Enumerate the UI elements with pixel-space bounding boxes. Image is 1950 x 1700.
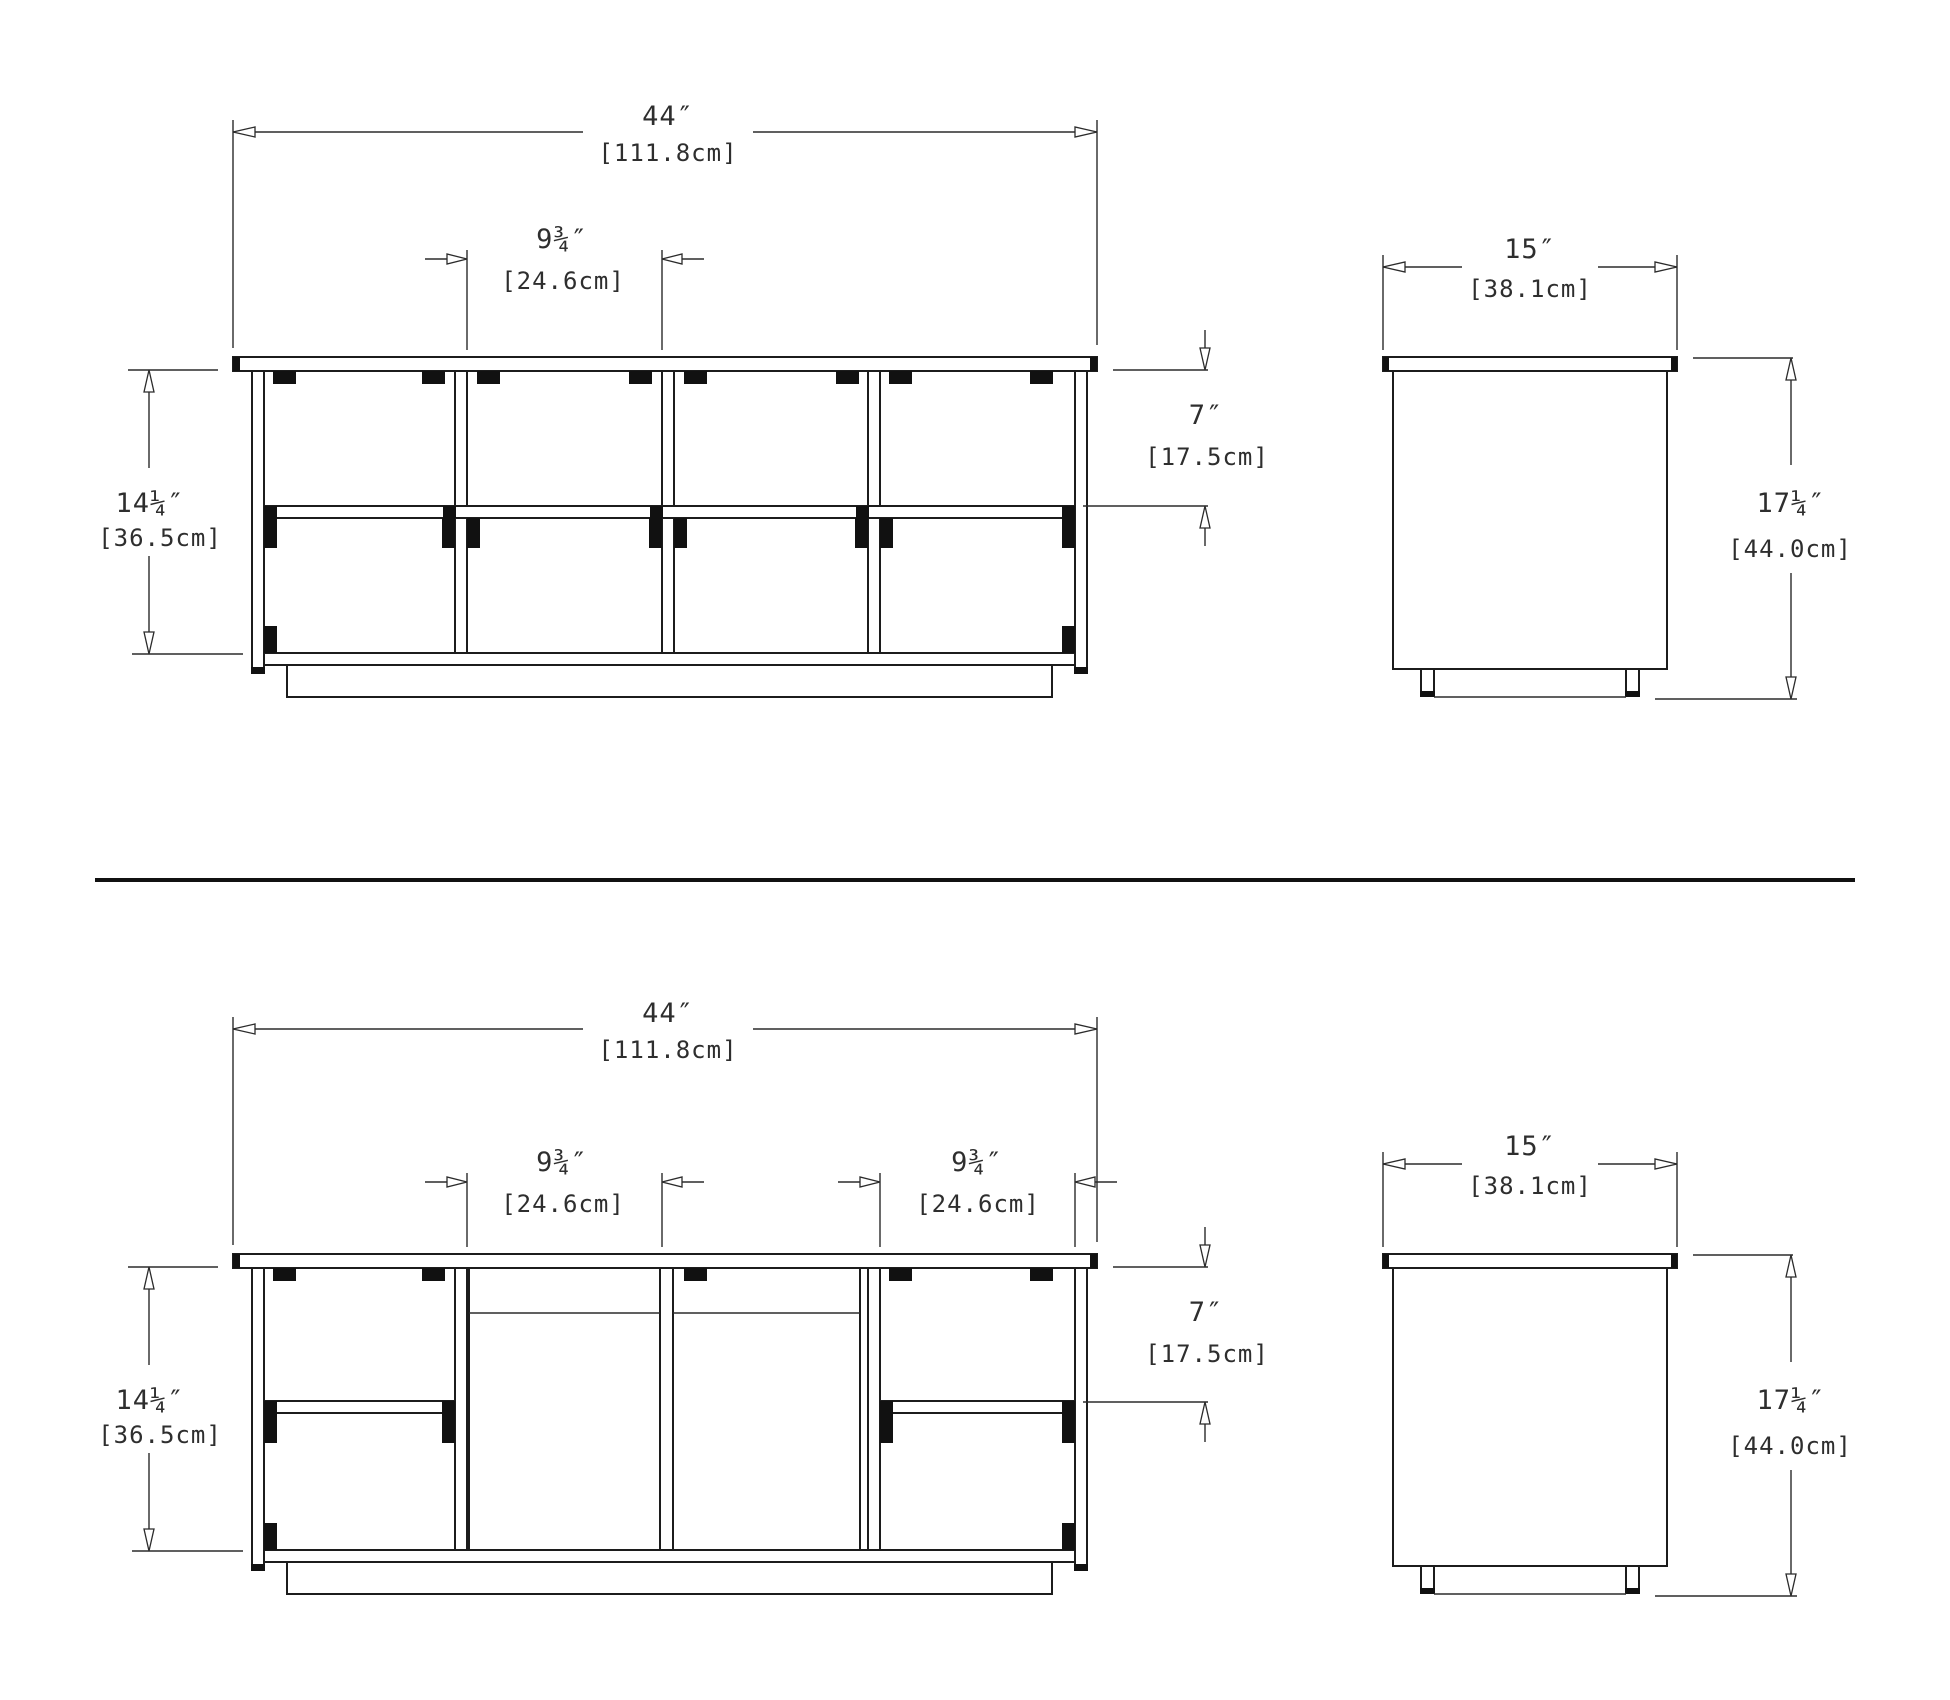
side-elevation-unit-2	[1382, 1253, 1678, 1595]
right-cubby-shelf	[879, 1400, 1076, 1414]
dim-carcass-height-2: 14¼″ [36.5cm]	[98, 1266, 243, 1552]
divider	[454, 1267, 468, 1551]
left-cubby-shelf	[263, 1400, 456, 1414]
countertop-left-cap	[233, 1254, 240, 1268]
bottom-clip	[1062, 1523, 1075, 1550]
dim-upper-opening-2: 7″ [17.5cm]	[1083, 1227, 1269, 1442]
dim-label-metric: [24.6cm]	[916, 1190, 1040, 1218]
bottom-clip	[264, 626, 277, 653]
bottom-shelf	[263, 652, 1076, 666]
shelf-junction-blocks	[264, 1401, 1075, 1413]
top-shelf-clips	[273, 371, 1053, 384]
leveler-foot	[251, 1564, 265, 1571]
dim-label: 14¼″	[115, 1385, 184, 1416]
countertop-cap	[1671, 357, 1677, 371]
toe-kick-base	[286, 1562, 1053, 1595]
cabinet-side-panel	[1392, 370, 1668, 670]
dim-label-metric: [38.1cm]	[1468, 1172, 1592, 1200]
left-side-panel	[251, 1267, 265, 1571]
leg-foot	[1625, 691, 1640, 697]
dim-overall-height-1: 17¼″ [44.0cm]	[1655, 357, 1852, 700]
bottom-clip	[264, 1523, 277, 1550]
dim-upper-opening-1: 7″ [17.5cm]	[1083, 330, 1269, 546]
countertop-cap	[1383, 357, 1389, 371]
dim-label-metric: [38.1cm]	[1468, 275, 1592, 303]
divider	[454, 517, 468, 654]
cabinet-side-panel	[1392, 1267, 1668, 1567]
dim-label: 15″	[1504, 234, 1556, 265]
dim-depth-2: 15″ [38.1cm]	[1382, 1131, 1678, 1247]
mid-shelf-clips	[264, 518, 1075, 548]
dim-right-opening-2: 9¾″ [24.6cm]	[838, 1147, 1117, 1247]
dim-depth-1: 15″ [38.1cm]	[1382, 234, 1678, 350]
dim-label-metric: [17.5cm]	[1145, 443, 1269, 471]
dim-label-metric: [24.6cm]	[501, 1190, 625, 1218]
right-side-panel	[1074, 370, 1088, 674]
bottom-shelf	[263, 1549, 1076, 1563]
divider	[661, 370, 675, 507]
top-shelf-clips	[273, 1268, 1053, 1281]
bottom-clip	[1062, 626, 1075, 653]
dim-label-metric: [36.5cm]	[98, 1421, 222, 1449]
dim-overall-width-1: 44″ [111.8cm]	[232, 101, 1098, 348]
dim-label: 9¾″	[536, 1147, 588, 1178]
dim-label-metric: [111.8cm]	[598, 139, 737, 167]
middle-shelf	[263, 505, 1076, 519]
right-side-panel	[1074, 1267, 1088, 1571]
section-divider-line	[95, 878, 1855, 882]
countertop-right-cap	[1090, 357, 1097, 371]
leveler-foot	[251, 667, 265, 674]
dim-cubby-width-1: 9¾″ [24.6cm]	[425, 224, 704, 350]
dim-overall-height-2: 17¼″ [44.0cm]	[1655, 1254, 1852, 1597]
leveler-foot	[1074, 1564, 1088, 1571]
divider	[867, 1267, 881, 1551]
dim-overall-width-2: 44″ [111.8cm]	[232, 998, 1098, 1245]
leveler-foot	[1074, 667, 1088, 674]
dim-label: 17¼″	[1756, 1385, 1825, 1416]
dim-label: 7″	[1189, 400, 1224, 431]
dim-label-metric: [111.8cm]	[598, 1036, 737, 1064]
left-door-front	[468, 1267, 661, 1551]
right-door-front	[672, 1267, 861, 1551]
left-side-panel	[251, 370, 265, 674]
dim-label: 17¼″	[1756, 488, 1825, 519]
countertop-side	[1382, 1253, 1678, 1269]
countertop-cap	[1671, 1254, 1677, 1268]
countertop-right-cap	[1090, 1254, 1097, 1268]
shelf-junction-blocks	[264, 506, 1075, 518]
dim-label: 9¾″	[536, 224, 588, 255]
leg-foot	[1420, 1588, 1435, 1594]
divider	[661, 517, 675, 654]
front-elevation-unit-1	[232, 356, 1098, 698]
dim-carcass-height-1: 14¼″ [36.5cm]	[98, 369, 243, 655]
divider	[867, 370, 881, 507]
dim-label: 44″	[642, 101, 694, 132]
dim-label: 7″	[1189, 1297, 1224, 1328]
dim-label-metric: [17.5cm]	[1145, 1340, 1269, 1368]
side-elevation-unit-1	[1382, 356, 1678, 698]
countertop	[232, 1253, 1098, 1269]
countertop-left-cap	[233, 357, 240, 371]
countertop-side	[1382, 356, 1678, 372]
dim-label: 44″	[642, 998, 694, 1029]
leg-foot	[1625, 1588, 1640, 1594]
countertop-cap	[1383, 1254, 1389, 1268]
dim-label: 14¼″	[115, 488, 184, 519]
countertop	[232, 356, 1098, 372]
dim-label-metric: [44.0cm]	[1728, 1432, 1852, 1460]
dim-left-opening-2: 9¾″ [24.6cm]	[425, 1147, 704, 1247]
toe-kick-base	[286, 665, 1053, 698]
leg-foot	[1420, 691, 1435, 697]
dim-label-metric: [36.5cm]	[98, 524, 222, 552]
divider	[454, 370, 468, 507]
dim-label: 15″	[1504, 1131, 1556, 1162]
dim-label: 9¾″	[951, 1147, 1003, 1178]
divider	[867, 517, 881, 654]
dim-label-metric: [24.6cm]	[501, 267, 625, 295]
front-elevation-unit-2	[232, 1253, 1098, 1595]
dim-label-metric: [44.0cm]	[1728, 535, 1852, 563]
mid-shelf-clips	[264, 1413, 1075, 1443]
